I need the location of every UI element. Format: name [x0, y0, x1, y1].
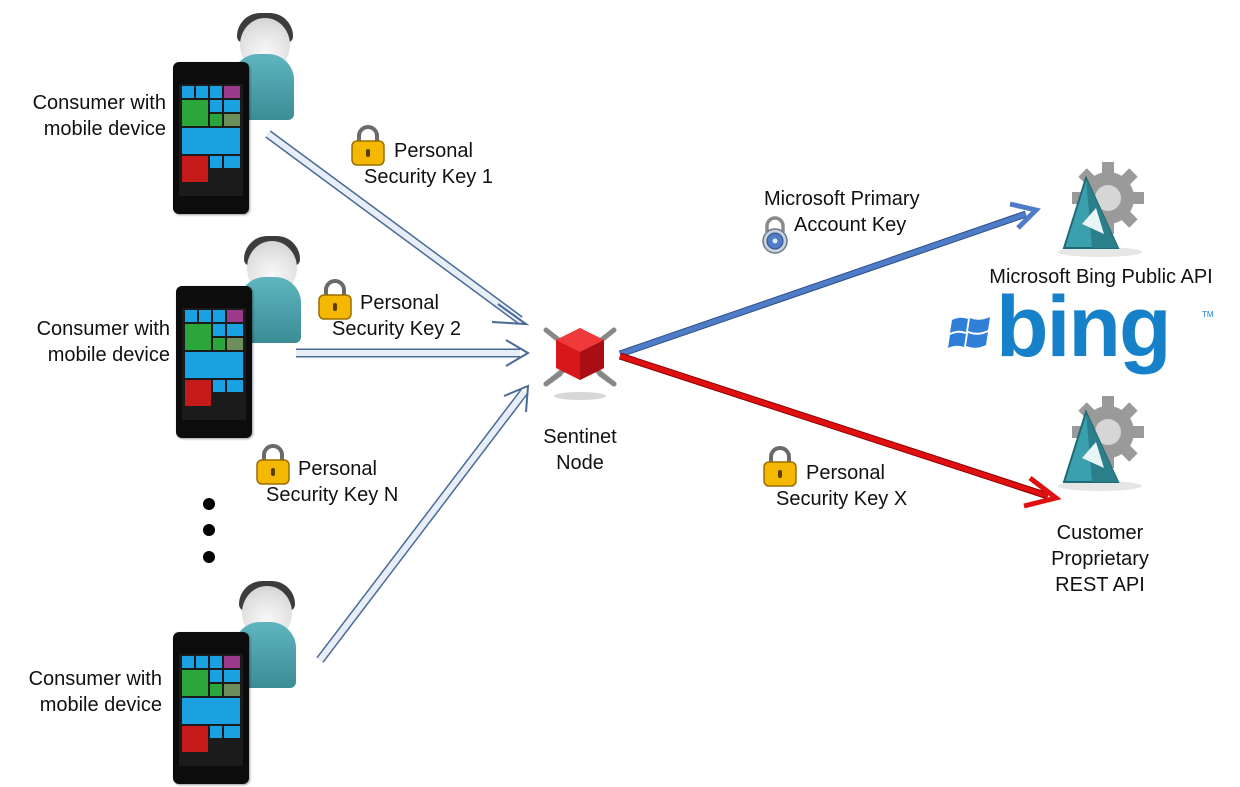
- arrow-key2: [296, 339, 530, 367]
- consumer-label-line2: mobile device: [47, 344, 170, 366]
- phone-icon: [176, 286, 252, 438]
- consumer-label-line2: mobile device: [39, 694, 162, 716]
- keyN-line1: Personal: [298, 458, 377, 480]
- custom-api-line3: REST API: [1055, 574, 1145, 596]
- consumer-label-line2: mobile device: [43, 118, 166, 140]
- custom-api-line1: Customer: [1056, 522, 1144, 544]
- sentinet-node-icon: [543, 327, 617, 400]
- key2-line1: Personal: [360, 292, 439, 314]
- consumer-label-line1: Consumer with: [32, 92, 166, 114]
- consumer-label-line1: Consumer with: [28, 668, 162, 690]
- arrow-bing: [618, 201, 1041, 358]
- ellipsis-dot: [203, 551, 215, 563]
- key2-line2: Security Key 2: [332, 318, 461, 340]
- arrow-custom: [618, 352, 1062, 509]
- combination-lock-icon: [762, 216, 788, 254]
- bing-logo-text: bing: [996, 279, 1171, 375]
- node-label-line1: Sentinet: [543, 426, 617, 448]
- bing-api-label: Microsoft Bing Public API: [989, 266, 1213, 288]
- api-gear-icon: [1058, 396, 1144, 491]
- arrow-key1: [265, 130, 530, 326]
- keyX-line1: Personal: [806, 462, 885, 484]
- lock-icon: [763, 446, 797, 487]
- api-gear-icon: [1058, 162, 1144, 257]
- ellipsis-dot: [203, 498, 215, 510]
- custom-api-line2: Proprietary: [1051, 548, 1149, 570]
- key1-line2: Security Key 1: [364, 166, 493, 188]
- phone-icon: [173, 62, 249, 214]
- ms-key-line2: Account Key: [794, 214, 907, 236]
- keyX-line2: Security Key X: [776, 488, 908, 510]
- consumer-label-line1: Consumer with: [36, 318, 170, 340]
- ellipsis-dot: [203, 524, 215, 536]
- keyN-line2: Security Key N: [266, 484, 399, 506]
- phone-icon: [173, 632, 249, 784]
- windows-logo-icon: [948, 317, 990, 348]
- arrow-keyN: [316, 384, 530, 663]
- node-label-line2: Node: [556, 452, 604, 474]
- ms-key-line1: Microsoft Primary: [764, 188, 920, 210]
- lock-icon: [318, 279, 352, 320]
- bing-trademark: TM: [1202, 310, 1214, 319]
- lock-icon: [256, 444, 290, 485]
- key1-line1: Personal: [394, 140, 473, 162]
- lock-icon: [351, 125, 385, 166]
